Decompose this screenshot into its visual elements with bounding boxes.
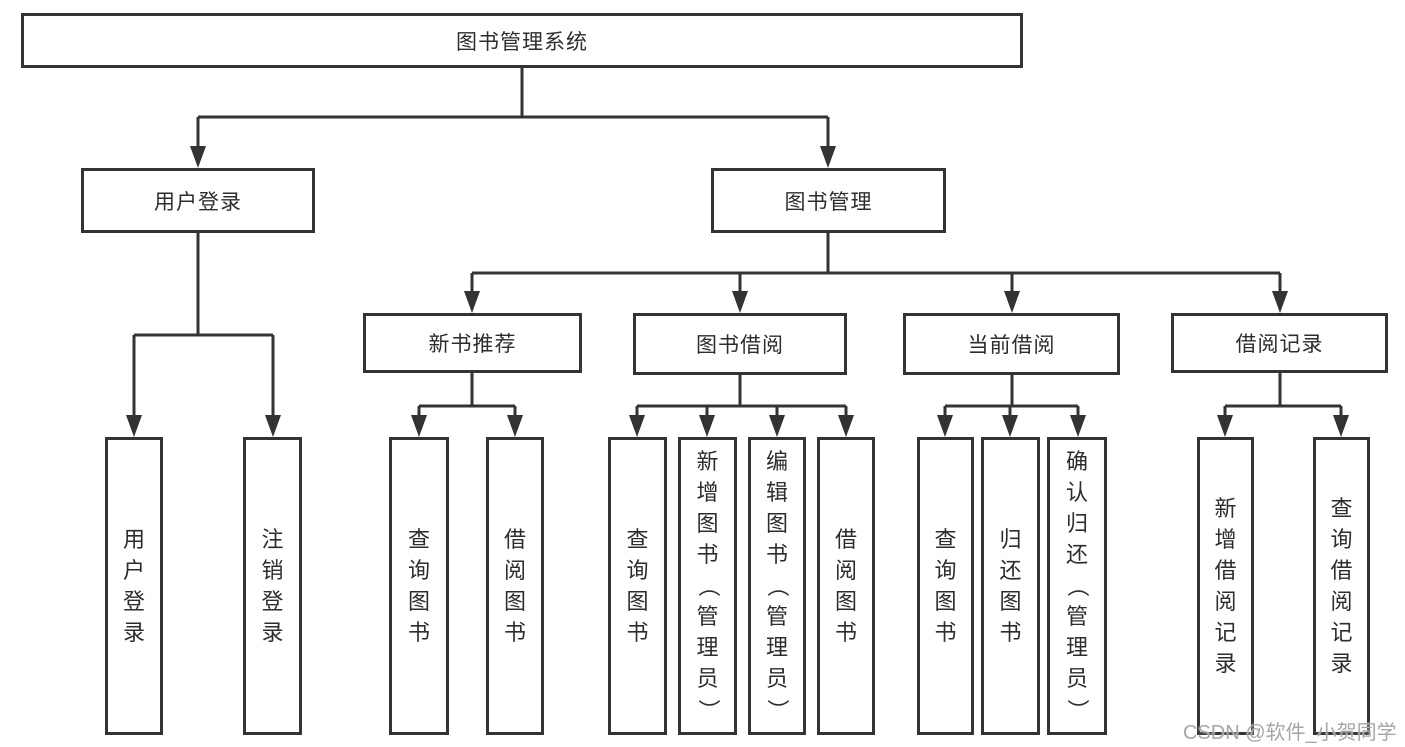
- leaf-query-books-borrow: 查询图书: [608, 437, 667, 735]
- node-book-management: 图书管理: [711, 168, 946, 233]
- node-user-login-label: 用户登录: [154, 190, 242, 214]
- leaf-user-login-label: 用户登录: [123, 526, 146, 645]
- leaf-query-books-recommend-label: 查询图书: [408, 526, 431, 645]
- leaf-query-books-current-label: 查询图书: [934, 526, 957, 645]
- node-user-login: 用户登录: [81, 168, 315, 233]
- leaf-query-borrow-record: 查询借阅记录: [1313, 437, 1370, 735]
- leaf-borrow-books-borrow: 借阅图书: [817, 437, 875, 735]
- node-new-book-recommend-label: 新书推荐: [428, 333, 517, 356]
- leaf-query-books-recommend: 查询图书: [389, 437, 449, 735]
- leaf-user-login: 用户登录: [105, 437, 163, 735]
- node-borrow-records: 借阅记录: [1171, 313, 1388, 373]
- leaf-edit-book-admin: 编辑图书（管理员）: [748, 437, 806, 735]
- node-book-borrow: 图书借阅: [633, 313, 847, 375]
- leaf-return-books-label: 归还图书: [999, 526, 1022, 645]
- csdn-watermark: CSDN @软件_小贺同学: [1183, 722, 1397, 744]
- node-current-borrow-label: 当前借阅: [967, 334, 1056, 357]
- node-borrow-records-label: 借阅记录: [1235, 333, 1324, 356]
- leaf-add-book-admin-label: 新增图书（管理员）: [695, 449, 721, 722]
- node-book-borrow-label: 图书借阅: [696, 334, 784, 357]
- leaf-borrow-books-borrow-label: 借阅图书: [835, 526, 858, 645]
- leaf-query-books-borrow-label: 查询图书: [626, 526, 649, 645]
- leaf-logout-label: 注销登录: [261, 526, 284, 645]
- leaf-return-books: 归还图书: [981, 437, 1040, 735]
- leaf-logout: 注销登录: [243, 437, 302, 735]
- leaf-add-borrow-record-label: 新增借阅记录: [1214, 495, 1237, 676]
- node-book-management-label: 图书管理: [784, 190, 873, 214]
- node-root-label: 图书管理系统: [456, 30, 588, 54]
- leaf-confirm-return-admin-label: 确认归还（管理员）: [1065, 449, 1090, 722]
- node-current-borrow: 当前借阅: [903, 313, 1120, 375]
- leaf-add-borrow-record: 新增借阅记录: [1197, 437, 1254, 735]
- leaf-edit-book-admin-label: 编辑图书（管理员）: [765, 449, 790, 722]
- node-new-book-recommend: 新书推荐: [363, 313, 582, 373]
- leaf-confirm-return-admin: 确认归还（管理员）: [1047, 437, 1107, 735]
- leaf-query-books-current: 查询图书: [917, 437, 974, 735]
- leaf-query-borrow-record-label: 查询借阅记录: [1330, 495, 1353, 676]
- leaf-borrow-books-recommend-label: 借阅图书: [504, 526, 527, 645]
- leaf-borrow-books-recommend: 借阅图书: [486, 437, 544, 735]
- node-root: 图书管理系统: [21, 13, 1023, 68]
- leaf-add-book-admin: 新增图书（管理员）: [678, 437, 737, 735]
